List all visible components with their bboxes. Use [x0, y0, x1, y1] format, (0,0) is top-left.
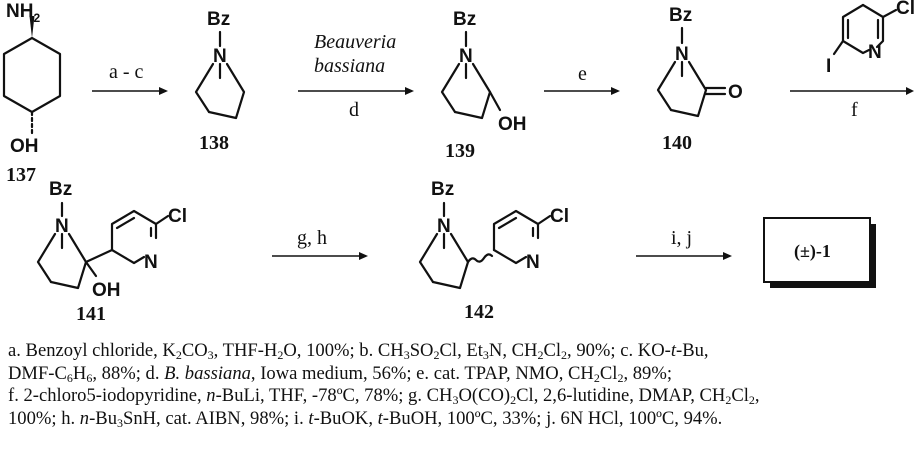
compound-142-structure: Bz N N Cl 142 — [418, 179, 569, 323]
oh-label: OH — [498, 114, 527, 135]
n-label: N — [868, 42, 882, 63]
cl-label: Cl — [550, 206, 569, 227]
reagent-f-pyridine-structure: N Cl I — [826, 0, 914, 77]
compound-137-structure: NH2 OH 137 — [2, 1, 62, 186]
compound-140-label: 140 — [662, 132, 692, 154]
bz-label: Bz — [453, 9, 476, 30]
bz-label: Bz — [431, 179, 454, 200]
target-compound-box: (±)-1 — [763, 217, 876, 288]
arrowhead-f — [906, 87, 914, 95]
reagent-d-organism-2: bassiana — [314, 55, 385, 77]
n-label: N — [675, 44, 689, 65]
n-label: N — [55, 216, 69, 237]
arrowhead-i-j — [723, 252, 732, 260]
reaction-scheme: NH2 OH 137 a - c Bz N 138 Beauveria bass… — [2, 0, 914, 325]
arrowhead-d — [405, 87, 414, 95]
target-compound-label: (±)-1 — [794, 241, 831, 262]
reagent-i-j: i, j — [671, 227, 692, 249]
arrowhead-a-c — [159, 87, 168, 95]
compound-138-structure: Bz N 138 — [194, 9, 246, 154]
compound-139-label: 139 — [445, 140, 475, 162]
cl-label: Cl — [896, 0, 914, 19]
conditions-line-1: a. Benzoyl chloride, K2CO3, THF-H2O, 100… — [8, 340, 709, 362]
bz-label: Bz — [49, 179, 72, 200]
compound-140-structure: Bz N O 140 — [656, 5, 743, 154]
compound-139-structure: Bz N OH 139 — [440, 9, 527, 162]
reagent-f: f — [851, 99, 858, 121]
wavy-bond — [466, 253, 494, 264]
wedge-bond — [29, 16, 35, 38]
compound-141-label: 141 — [76, 303, 106, 325]
conditions-line-4: 100%; h. n-Bu3SnH, cat. AIBN, 98%; i. t-… — [8, 407, 723, 430]
nh2-label: NH2 — [6, 1, 40, 25]
oh-label: OH — [92, 280, 121, 301]
compound-141-structure: Bz N N Cl OH 141 — [36, 179, 187, 325]
cl-label: Cl — [168, 206, 187, 227]
reagent-a-c: a - c — [109, 61, 144, 83]
reagent-e: e — [578, 63, 587, 85]
oh-label: OH — [10, 136, 39, 157]
reagent-d-organism-1: Beauveria — [314, 31, 396, 53]
conditions-line-3: f. 2-chloro5-iodopyridine, n-BuLi, THF, … — [8, 385, 760, 407]
n-label: N — [213, 46, 227, 67]
n-label: N — [437, 216, 451, 237]
reagent-g-h: g, h — [297, 227, 327, 249]
compound-137-label: 137 — [6, 164, 36, 186]
bz-label: Bz — [207, 9, 230, 30]
compound-138-label: 138 — [199, 132, 229, 154]
o-label: O — [728, 82, 743, 103]
n-label: N — [459, 46, 473, 67]
bz-label: Bz — [669, 5, 692, 26]
i-label: I — [826, 56, 831, 77]
compound-142-label: 142 — [464, 301, 494, 323]
arrowhead-e — [611, 87, 620, 95]
reagent-d: d — [349, 99, 359, 121]
conditions-line-2: DMF-C6H6, 88%; d. B. bassiana, Iowa medi… — [8, 362, 672, 385]
arrowhead-g-h — [359, 252, 368, 260]
n-label: N — [144, 252, 158, 273]
n-label: N — [526, 252, 540, 273]
reaction-conditions: a. Benzoyl chloride, K2CO3, THF-H2O, 100… — [8, 340, 912, 430]
